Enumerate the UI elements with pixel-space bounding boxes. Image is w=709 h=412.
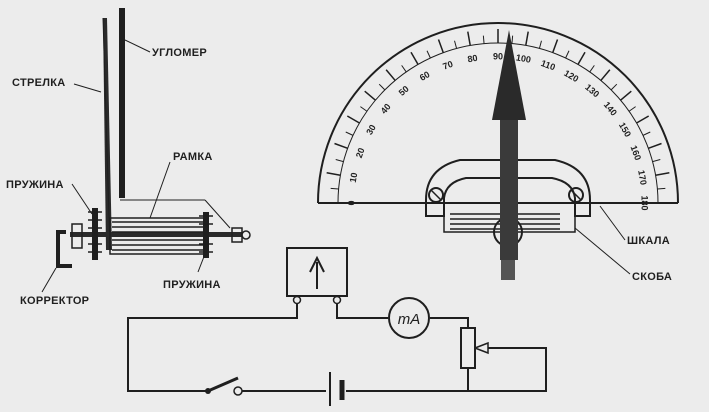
label-spring-right: ПРУЖИНА [163, 279, 221, 291]
milliammeter-label: mA [398, 311, 421, 328]
battery [329, 372, 345, 406]
protractor-bar [119, 8, 125, 198]
scale-tick-label: 160 [629, 144, 644, 162]
scale-tick-label: 130 [583, 82, 601, 99]
scale-tick-label: 80 [467, 53, 479, 65]
switch [205, 376, 326, 396]
scale-tick [600, 69, 611, 81]
scale-tick [326, 172, 341, 176]
label-pointer: СТРЕЛКА [12, 77, 66, 89]
label-frame: РАМКА [173, 151, 213, 163]
scale-tick [552, 39, 559, 53]
scale-tick-label: 90 [493, 51, 503, 61]
label-scale: ШКАЛА [627, 235, 670, 247]
scale-tick [410, 51, 419, 65]
scale-tick [511, 35, 514, 44]
label-bracket: СКОБА [632, 271, 672, 283]
scale-tick [565, 50, 570, 59]
scale-tick-label: 70 [441, 59, 454, 72]
scale-tick-label: 180 [640, 195, 650, 210]
scale-tick-label: 20 [354, 146, 367, 159]
galvanometer-symbol [286, 247, 348, 297]
label-protractor: УГЛОМЕР [152, 47, 207, 59]
scale-tick [330, 187, 339, 190]
scale-tick [642, 131, 651, 136]
scale-tick-label: 60 [418, 69, 432, 83]
scale-tick [525, 31, 529, 46]
scale-tick [538, 40, 542, 49]
scale-needle [492, 30, 526, 260]
scale-tick [360, 106, 368, 112]
scale-tick [610, 83, 618, 91]
scale-tick [648, 142, 662, 149]
scale-tick [467, 31, 471, 46]
scale-tick-label: 140 [602, 100, 619, 118]
circuit: mA [127, 247, 547, 406]
milliammeter [388, 297, 430, 339]
scale-tick-label: 120 [562, 68, 580, 84]
scale-tick [577, 51, 586, 65]
scale-tick-label: 10 [348, 172, 360, 184]
scale-tick-label: 40 [379, 102, 393, 116]
corrector-crank [56, 223, 83, 268]
scale-tick [437, 39, 444, 53]
scale-tick-label: 30 [364, 123, 378, 137]
scale-tick-label: 50 [397, 84, 411, 98]
scale-tick-label: 100 [515, 52, 532, 64]
scale-tick [345, 131, 354, 136]
scale-tick [378, 83, 386, 91]
scale-tick [636, 115, 650, 124]
scale-tick [385, 69, 396, 81]
axle [70, 232, 242, 237]
scale-tick [655, 172, 670, 176]
side-view-mechanism [41, 8, 251, 293]
scale-tick [482, 35, 485, 44]
label-spring-left: ПРУЖИНА [6, 179, 64, 191]
frame-coil [109, 199, 231, 255]
scale-tick [454, 40, 458, 49]
scale-tick-label: 110 [540, 58, 557, 72]
scale-tick [401, 65, 407, 73]
scale-tick [334, 142, 348, 149]
scale-tick [346, 115, 360, 124]
scale-tick [628, 106, 636, 112]
scale-tick [364, 90, 376, 101]
scale-tick [620, 90, 632, 101]
scale-tick [426, 50, 431, 59]
scale-tick [657, 187, 666, 190]
scale-tick [589, 65, 595, 73]
rheostat [460, 327, 476, 369]
scale-tick [652, 159, 661, 163]
scale-tick [335, 159, 344, 163]
scale-tick-label: 170 [636, 169, 648, 186]
right-spring [199, 212, 213, 258]
label-corrector: КОРРЕКТОР [20, 295, 89, 307]
scale-tick-label: 150 [617, 121, 633, 139]
scale-tick-label: 0 [346, 200, 356, 205]
